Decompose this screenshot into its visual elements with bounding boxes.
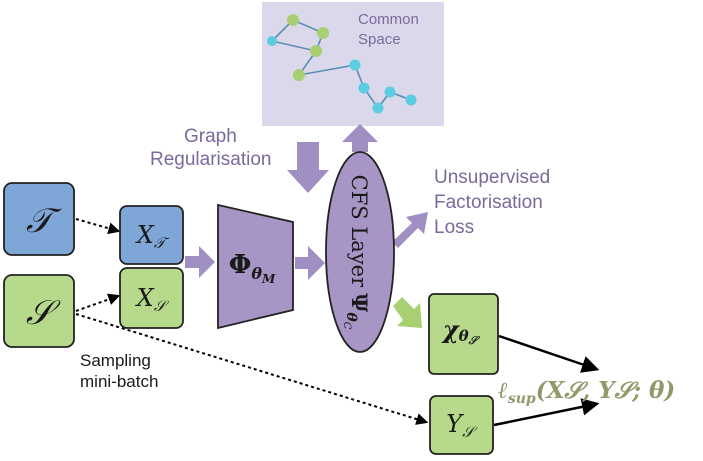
cfs-to-unsupervised-loss-arrow <box>392 212 428 248</box>
graph-node-green <box>293 69 305 81</box>
encoder-symbol: ΦθM <box>229 250 276 286</box>
graph-regularisation-arrow <box>287 142 329 193</box>
source-sampling-arrow <box>75 293 121 312</box>
target-sampling-arrow <box>75 218 121 235</box>
labels-to-loss-arrow <box>493 398 600 427</box>
target-domain-box: 𝒯 <box>3 182 75 256</box>
cfs-to-prediction-arrow <box>393 297 422 328</box>
target-batch-box: X𝒯 <box>119 205 184 265</box>
graph-node-cyan <box>267 36 277 46</box>
cfs-layer-ellipse: CFS LayerΨθC <box>325 151 395 353</box>
graph-node-cyan <box>349 59 361 71</box>
common-space-title-line1: Common <box>358 11 419 28</box>
graph-node-cyan <box>384 86 396 98</box>
source-domain-box: 𝒮 <box>3 274 75 348</box>
prediction-box: χθ𝒮 <box>428 293 499 375</box>
supervised-loss-formula: ℓsup(X𝒮, Y𝒮; θ) <box>498 377 675 407</box>
graph-regularisation-line2: Regularisation <box>150 149 271 170</box>
cfs-layer-label: CFS LayerΨθC <box>341 175 372 330</box>
sampling-label-line2: mini-batch <box>80 372 158 391</box>
graph-node-green <box>287 14 299 26</box>
cfs-to-common-space-arrow <box>342 124 378 152</box>
graph-node-cyan <box>358 82 370 94</box>
graph-node-green <box>310 45 322 57</box>
prediction-to-loss-arrow <box>498 334 600 373</box>
sampling-label-line1: Sampling <box>80 351 151 370</box>
graph-nodes <box>267 14 417 114</box>
unsupervised-loss-line3: Loss <box>434 217 474 238</box>
encoder-trapezoid: ΦθM <box>217 203 294 330</box>
graph-node-green <box>317 27 329 39</box>
graph-node-cyan <box>405 94 417 106</box>
source-labels-box: Y𝒮 <box>429 395 494 455</box>
source-label-sampling-arrow <box>75 313 429 425</box>
unsupervised-loss-line1: Unsupervised <box>434 167 550 188</box>
source-batch-box: X𝒮 <box>119 267 184 329</box>
common-space-panel: Common Space <box>262 2 444 126</box>
batch-to-encoder-arrow <box>185 246 215 278</box>
graph-node-cyan <box>372 102 384 114</box>
unsupervised-loss-line2: Factorisation <box>434 192 543 213</box>
graph-regularisation-line1: Graph <box>184 126 237 147</box>
encoder-to-cfs-arrow <box>295 246 325 280</box>
common-space-title-line2: Space <box>358 31 401 48</box>
